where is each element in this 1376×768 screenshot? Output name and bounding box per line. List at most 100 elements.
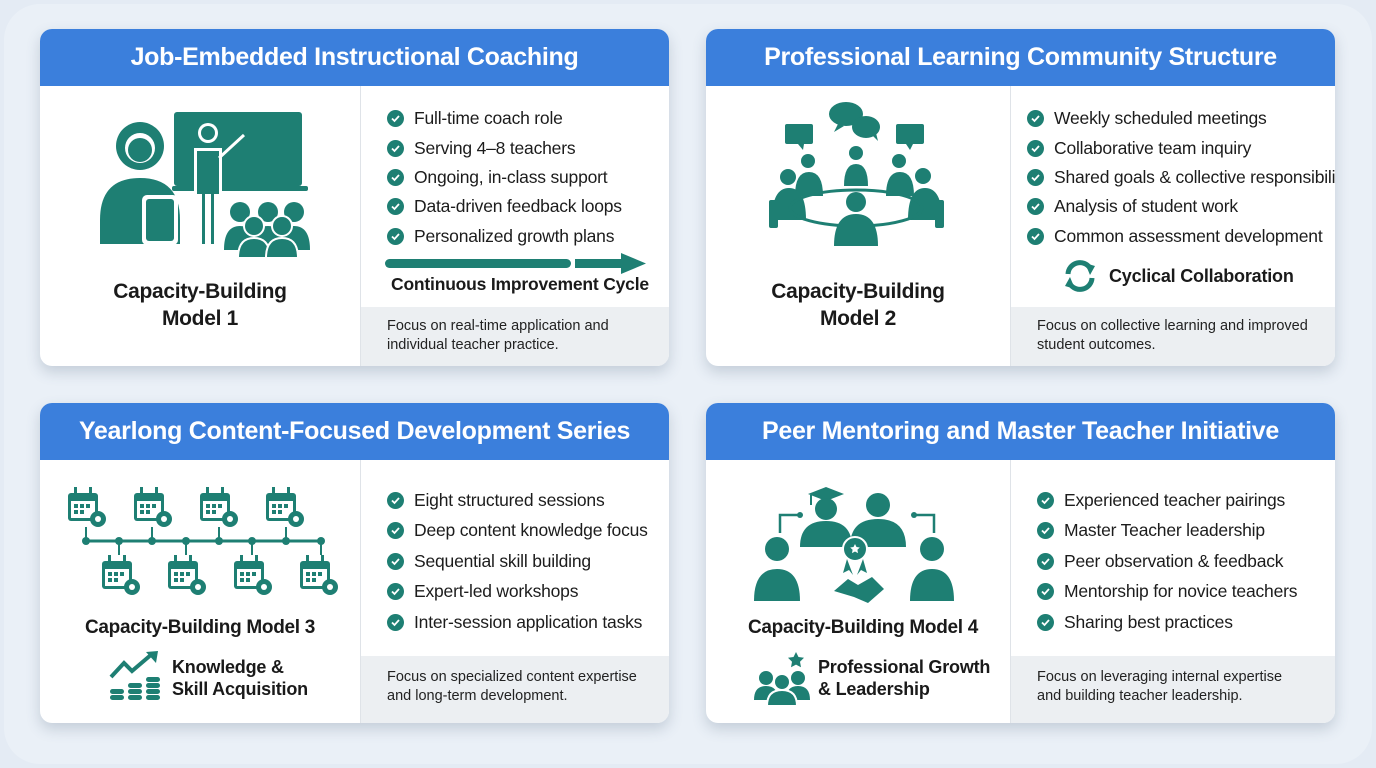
check-circle-icon — [387, 198, 404, 216]
focus-note: Focus on collective learning and improve… — [1011, 307, 1335, 366]
list-item-text: Master Teacher leadership — [1064, 520, 1265, 541]
check-circle-icon — [1037, 552, 1054, 570]
outcome-label-line2: Skill Acquisition — [172, 679, 308, 699]
list-item-text: Expert-led workshops — [414, 581, 579, 602]
card-content-series: Yearlong Content-Focused Development Ser… — [40, 403, 669, 723]
list-item-text: Eight structured sessions — [414, 489, 605, 510]
check-circle-icon — [1027, 168, 1044, 186]
list-item: Mentorship for novice teachers — [1037, 577, 1297, 608]
check-circle-icon — [387, 552, 404, 570]
model-label-line1: Capacity-Building — [113, 280, 287, 303]
list-item: Sequential skill building — [387, 546, 648, 577]
check-circle-icon — [387, 168, 404, 186]
focus-note: Focus on real-time application and indiv… — [361, 307, 669, 366]
check-circle-icon — [387, 110, 404, 128]
list-item: Deep content knowledge focus — [387, 516, 648, 547]
list-item-text: Peer observation & feedback — [1064, 550, 1284, 571]
check-circle-icon — [387, 491, 404, 509]
list-item: Weekly scheduled meetings — [1027, 104, 1335, 133]
outcome-label-line2: & Leadership — [818, 679, 930, 699]
list-item-text: Deep content knowledge focus — [414, 520, 648, 541]
list-item: Eight structured sessions — [387, 485, 648, 516]
cycle-arrows-icon — [1065, 260, 1095, 292]
list-item: Common assessment development — [1027, 222, 1335, 251]
card-title: Yearlong Content-Focused Development Ser… — [40, 403, 669, 460]
coach-teacher-classroom-icon — [100, 112, 310, 259]
list-item-text: Mentorship for novice teachers — [1064, 581, 1298, 602]
list-item: Expert-led workshops — [387, 577, 648, 608]
growth-chart-coins-icon — [109, 651, 160, 700]
check-circle-icon — [1027, 198, 1044, 216]
list-item: Collaborative team inquiry — [1027, 133, 1335, 162]
outcome-label: Knowledge & Skill Acquisition — [172, 656, 308, 700]
model-label-line1: Capacity-Building — [771, 280, 945, 303]
list-item: Ongoing, in-class support — [387, 163, 622, 192]
feature-list: Experienced teacher pairings Master Teac… — [1037, 485, 1297, 638]
list-item: Analysis of student work — [1027, 192, 1335, 221]
list-item-text: Personalized growth plans — [414, 225, 615, 246]
list-item-text: Ongoing, in-class support — [414, 166, 608, 187]
list-item: Master Teacher leadership — [1037, 516, 1297, 547]
check-circle-icon — [1037, 613, 1054, 631]
check-circle-icon — [387, 227, 404, 245]
list-item-text: Experienced teacher pairings — [1064, 489, 1286, 510]
card-right-pane: Full-time coach role Serving 4–8 teacher… — [360, 86, 669, 366]
list-item: Inter-session application tasks — [387, 607, 648, 638]
list-item: Data-driven feedback loops — [387, 192, 622, 221]
cycle-label: Continuous Improvement Cycle — [391, 274, 649, 294]
check-circle-icon — [1027, 227, 1044, 245]
card-peer-mentoring: Peer Mentoring and Master Teacher Initia… — [706, 403, 1335, 723]
progress-arrow-icon — [385, 253, 646, 274]
card-right-pane: Eight structured sessions Deep content k… — [360, 460, 669, 723]
list-item: Full-time coach role — [387, 104, 622, 133]
card-left-pane: Capacity-Building Model 3 Knowledge & Sk… — [40, 460, 360, 723]
card-right-pane: Experienced teacher pairings Master Teac… — [1010, 460, 1335, 723]
card-title: Peer Mentoring and Master Teacher Initia… — [706, 403, 1335, 460]
cycle-row: Cyclical Collaboration — [1061, 257, 1294, 295]
list-item-text: Collaborative team inquiry — [1054, 137, 1252, 158]
check-circle-icon — [1027, 110, 1044, 128]
check-circle-icon — [1037, 491, 1054, 509]
feature-list: Full-time coach role Serving 4–8 teacher… — [387, 104, 622, 251]
check-circle-icon — [1037, 522, 1054, 540]
list-item-text: Inter-session application tasks — [414, 611, 643, 632]
list-item: Sharing best practices — [1037, 607, 1297, 638]
outcome-row: Professional Growth & Leadership — [754, 650, 990, 706]
card-title: Professional Learning Community Structur… — [706, 29, 1335, 86]
team-meeting-table-icon — [769, 102, 944, 246]
model-label: Capacity-Building Model 4 — [747, 617, 979, 638]
feature-list: Weekly scheduled meetings Collaborative … — [1027, 104, 1335, 251]
outcome-label-line1: Professional Growth — [818, 657, 991, 677]
model-label: Capacity-Building Model 2 — [706, 278, 1010, 332]
card-left-pane: Capacity-Building Model 2 — [706, 86, 1010, 366]
check-circle-icon — [387, 583, 404, 601]
card-title: Job-Embedded Instructional Coaching — [40, 29, 669, 86]
mentoring-network-icon — [754, 487, 954, 603]
feature-list: Eight structured sessions Deep content k… — [387, 485, 648, 638]
list-item-text: Common assessment development — [1054, 225, 1323, 246]
list-item-text: Weekly scheduled meetings — [1054, 108, 1267, 129]
list-item-text: Shared goals & collective responsibility — [1054, 166, 1335, 187]
check-circle-icon — [1027, 139, 1044, 157]
outcome-label-line1: Knowledge & — [172, 657, 284, 677]
list-item-text: Analysis of student work — [1054, 196, 1238, 217]
cycle-label: Cyclical Collaboration — [1109, 266, 1294, 286]
group-star-icon — [754, 652, 810, 706]
outcome-label: Professional Growth & Leadership — [818, 656, 990, 700]
focus-note: Focus on specialized content expertise a… — [361, 656, 669, 723]
check-circle-icon — [1037, 583, 1054, 601]
list-item: Serving 4–8 teachers — [387, 133, 622, 162]
card-right-pane: Weekly scheduled meetings Collaborative … — [1010, 86, 1335, 366]
list-item-text: Sharing best practices — [1064, 611, 1233, 632]
list-item: Shared goals & collective responsibility — [1027, 163, 1335, 192]
card-left-pane: Capacity-Building Model 4 Professional G… — [706, 460, 1010, 723]
model-label-line2: Model 1 — [161, 307, 239, 330]
list-item-text: Full-time coach role — [414, 108, 563, 129]
card-instructional-coaching: Job-Embedded Instructional Coaching — [40, 29, 669, 366]
focus-note: Focus on leveraging internal expertise a… — [1011, 656, 1335, 723]
calendar-timeline-icon — [68, 487, 338, 595]
list-item: Peer observation & feedback — [1037, 546, 1297, 577]
list-item-text: Serving 4–8 teachers — [414, 137, 576, 158]
outcome-row: Knowledge & Skill Acquisition — [108, 651, 308, 705]
model-label-line2: Model 2 — [819, 307, 897, 330]
